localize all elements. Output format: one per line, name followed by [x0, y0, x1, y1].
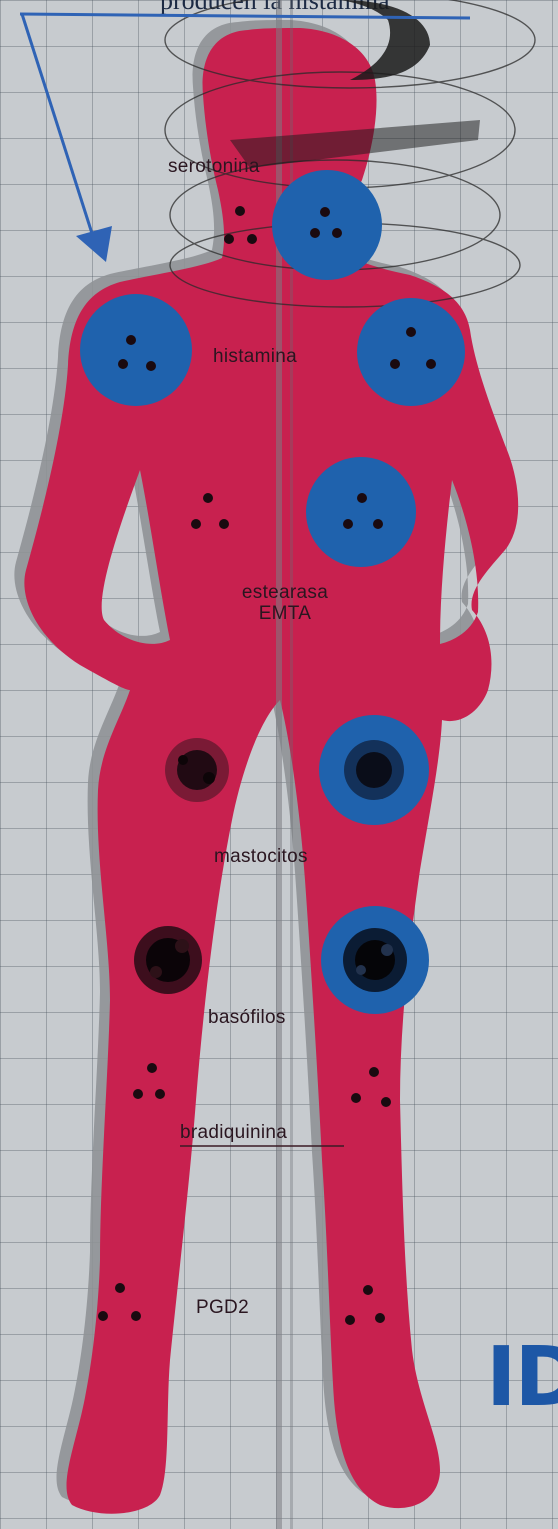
label-estearasa: estearasa	[222, 582, 348, 603]
granular-cell-icon	[134, 926, 202, 994]
label-mastocitos: mastocitos	[214, 846, 308, 868]
label-bradiquinina: bradiquinina	[180, 1122, 287, 1144]
label-histamina: histamina	[213, 346, 297, 368]
circle-neck	[272, 170, 382, 280]
granular-cell-icon	[343, 928, 407, 992]
circle-left-shoulder	[80, 294, 192, 406]
id-logo: ID	[486, 1330, 558, 1425]
circle-torso	[306, 457, 416, 567]
label-estearasa-emta: estearasa EMTA	[222, 582, 348, 624]
label-emta: EMTA	[222, 603, 348, 624]
arrowhead	[76, 226, 112, 262]
label-serotonina: serotonina	[168, 156, 260, 178]
granular-cell-icon	[165, 738, 229, 802]
granular-cell-icon	[344, 740, 404, 800]
circle-right-shoulder	[357, 298, 465, 406]
label-basofilos: basófilos	[208, 1007, 286, 1029]
label-pgd2: PGD2	[196, 1297, 249, 1319]
